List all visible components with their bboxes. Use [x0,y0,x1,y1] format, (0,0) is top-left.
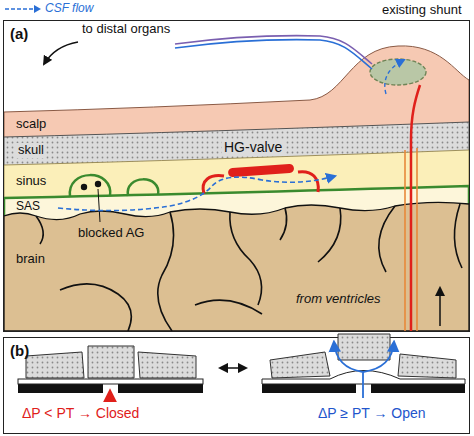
sulcus [454,204,462,268]
sulcus [60,284,131,331]
layer-label: sinus [16,174,46,189]
skull-layer [4,122,469,331]
sulcus [280,208,287,240]
arrow-head [34,5,41,13]
flow-label: to distal organs [82,22,170,37]
sulcus [318,208,341,262]
shunt-tube [411,85,420,331]
panel-letter: (a) [10,25,28,42]
base-plate [118,384,203,393]
slab [338,334,390,360]
hg-valve-bar [228,164,294,178]
slab [270,352,330,378]
sinus-layer [4,150,469,331]
sulcus [36,216,43,244]
base-plate [262,384,356,393]
slab [88,346,134,378]
brain-sulci [36,204,462,331]
blockage-dot [81,184,87,190]
slab [26,352,84,378]
flow-arrow [44,42,78,64]
sas-layer [4,186,469,331]
catheter-wall [404,150,406,331]
csf-flow [385,60,404,94]
legend-entry: CSF flow [4,2,93,16]
sulcus [230,212,262,305]
part-label: HG-valve [222,139,284,155]
flow-arrow [439,288,441,326]
arachnoid-granulations [70,175,159,197]
state-label: ΔP < PT → Closed [22,405,139,421]
granulation [70,175,110,197]
panel-letter: (b) [10,342,29,359]
panel-frame [4,21,470,332]
state-label: ΔP ≥ PT → Open [318,405,426,421]
csf-flow [58,176,335,211]
slab [138,352,196,378]
valve-closed [18,346,203,402]
double-arrow [220,367,246,369]
dashed-line [5,8,34,10]
brain [4,202,469,331]
slab [398,354,456,378]
base-plate [18,384,103,393]
layer-label: skull [16,143,46,158]
head-layers [4,46,469,331]
catheter-wall [416,148,418,331]
membrane [18,379,203,384]
blockage-dot [95,181,101,187]
flow-arrow [334,342,363,398]
sulcus [158,212,174,331]
part-label: blocked AG [78,226,145,241]
layer-label: scalp [16,117,46,132]
part-label: existing shunt [382,3,462,18]
sulcus [195,300,262,314]
granulation [128,179,159,196]
legend-swatch [4,3,42,15]
flow-label: from ventricles [296,292,381,307]
flow-arrow [363,342,394,372]
layer-label: SAS [16,200,40,214]
sulcus [379,206,395,272]
pressure-arrow [109,391,111,402]
valve-open [262,334,465,398]
base-plate [371,384,465,393]
scalp-layer [4,46,469,331]
panel-frame [4,338,470,434]
legend-text: CSF flow [45,2,93,16]
distal-tube [175,40,372,69]
leader-line [98,189,100,222]
layer-label: brain [16,252,45,267]
